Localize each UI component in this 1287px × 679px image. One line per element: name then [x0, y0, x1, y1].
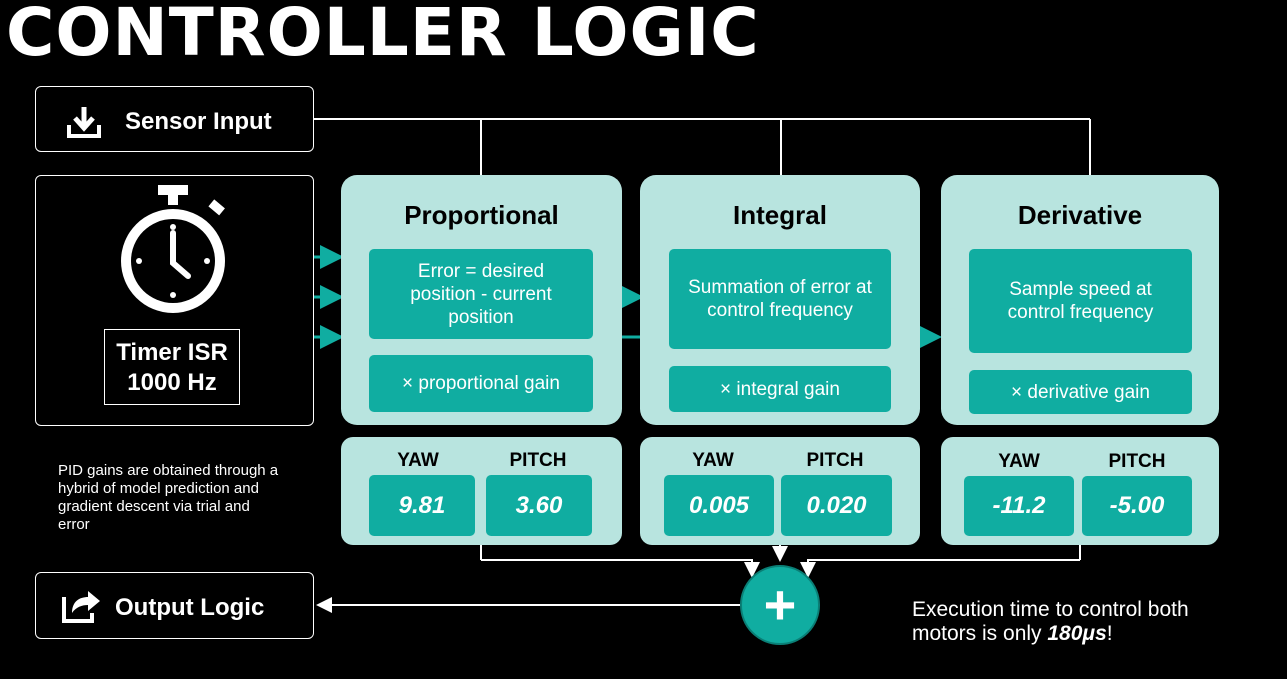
execution-time-suffix: !: [1106, 622, 1113, 645]
integral-pitch-header: PITCH: [806, 450, 864, 471]
integral-pitch-value: 0.020: [781, 475, 892, 536]
execution-time-prefix: Execution time to control both motors is…: [912, 598, 1189, 645]
derivative-card: Derivative Sample speed at control frequ…: [941, 175, 1219, 425]
output-logic-box: Output Logic: [35, 572, 314, 639]
proportional-gain-label: × proportional gain: [369, 355, 593, 412]
timer-trigger-arrows: [314, 245, 942, 349]
stopwatch-icon: [108, 183, 238, 323]
proportional-pitch-value: 3.60: [486, 475, 592, 536]
plus-icon: +: [763, 573, 797, 636]
derivative-gains-panel: YAW PITCH -11.2 -5.00: [941, 437, 1219, 545]
proportional-yaw-value: 9.81: [369, 475, 475, 536]
derivative-description: Sample speed at control frequency: [969, 249, 1192, 353]
proportional-card: Proportional Error = desired position - …: [341, 175, 622, 425]
timer-isr-title: Timer ISR: [116, 339, 228, 366]
derivative-gain-label: × derivative gain: [969, 370, 1192, 414]
execution-time-note: Execution time to control both motors is…: [912, 598, 1192, 646]
sensor-distribution-lines: [314, 118, 1091, 175]
integral-description: Summation of error at control frequency: [669, 249, 891, 349]
integral-gains-panel: YAW PITCH 0.005 0.020: [640, 437, 920, 545]
proportional-title: Proportional: [404, 200, 559, 230]
timer-isr-label: Timer ISR 1000 Hz: [104, 329, 240, 405]
proportional-pitch-header: PITCH: [509, 450, 567, 471]
derivative-title: Derivative: [1017, 200, 1143, 230]
proportional-description: Error = desired position - current posit…: [369, 249, 593, 339]
derivative-yaw-header: YAW: [998, 451, 1040, 472]
timer-frequency: 1000 Hz: [127, 369, 217, 396]
output-logic-label: Output Logic: [115, 594, 265, 621]
integral-title: Integral: [733, 200, 827, 230]
pid-gains-note: PID gains are obtained through a hybrid …: [58, 462, 279, 533]
sensor-input-label: Sensor Input: [125, 108, 272, 135]
derivative-pitch-header: PITCH: [1108, 451, 1166, 472]
sensor-input-box: Sensor Input: [35, 86, 314, 152]
proportional-yaw-header: YAW: [397, 450, 439, 471]
integral-gain-label: × integral gain: [669, 366, 891, 412]
derivative-pitch-value: -5.00: [1082, 476, 1192, 536]
summation-node: +: [740, 565, 820, 645]
download-icon: [66, 105, 102, 144]
integral-yaw-value: 0.005: [664, 475, 774, 536]
page-title: CONTROLLER LOGIC: [6, 0, 760, 71]
derivative-yaw-value: -11.2: [964, 476, 1074, 536]
execution-time-value: 180μs: [1047, 622, 1107, 645]
summation-lines: [316, 545, 1081, 613]
proportional-gains-panel: YAW PITCH 9.81 3.60: [341, 437, 622, 545]
integral-card: Integral Summation of error at control f…: [640, 175, 920, 425]
share-icon: [60, 587, 102, 630]
integral-yaw-header: YAW: [692, 450, 734, 471]
